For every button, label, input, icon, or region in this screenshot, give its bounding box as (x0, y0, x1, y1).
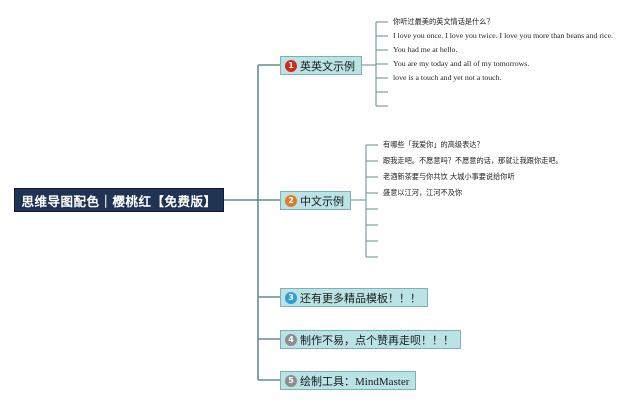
leaf-topic[interactable]: love is a touch and yet not a touch. (393, 73, 502, 82)
branch-topic-label: 中文示例 (300, 194, 344, 208)
branch-topic-label: 英英文示例 (300, 59, 355, 73)
branch-topic-label: 还有更多精品模板！！！ (300, 291, 421, 305)
leaf-topic[interactable]: I love you once. I love you twice. I lov… (393, 31, 613, 40)
number-badge-icon: 3 (285, 291, 297, 304)
leaf-topic[interactable]: 老酒新茶要与你共饮 大城小事要说给你听 (383, 172, 515, 181)
branch-topic-chinese[interactable]: 2 中文示例 (280, 191, 351, 210)
number-badge-icon: 1 (285, 59, 297, 72)
leaf-topic[interactable]: You had me at hello. (393, 45, 458, 54)
root-topic-label: 思维导图配色｜樱桃红【免费版】 (21, 193, 217, 209)
leaf-topic[interactable]: 有哪些「我爱你」的高级表达？ (383, 140, 484, 149)
number-badge-icon: 2 (285, 194, 297, 207)
number-badge-icon: 4 (285, 333, 297, 346)
leaf-topic[interactable]: You are my today and all of my tomorrows… (393, 59, 530, 68)
branch-topic-like[interactable]: 4 制作不易，点个赞再走呗！！！ (280, 330, 461, 349)
number-badge-icon: 5 (285, 374, 297, 387)
leaf-topic[interactable]: 跟我走吧。不愿意吗？不愿意的话，那就让我跟你走吧。 (383, 156, 563, 165)
root-topic[interactable]: 思维导图配色｜樱桃红【免费版】 (14, 188, 224, 212)
branch-topic-label: 绘制工具：MindMaster (300, 375, 410, 388)
leaf-topic[interactable]: 你听过最美的英文情话是什么？ (393, 17, 494, 26)
branch-topic-label: 制作不易，点个赞再走呗！！！ (300, 333, 454, 347)
branch-topic-english[interactable]: 1 英英文示例 (280, 56, 362, 75)
branch-topic-tool[interactable]: 5 绘制工具：MindMaster (280, 371, 417, 390)
leaf-topic[interactable]: 盛意以江河，江河不及你 (383, 188, 463, 197)
branch-topic-more-templates[interactable]: 3 还有更多精品模板！！！ (280, 288, 428, 307)
